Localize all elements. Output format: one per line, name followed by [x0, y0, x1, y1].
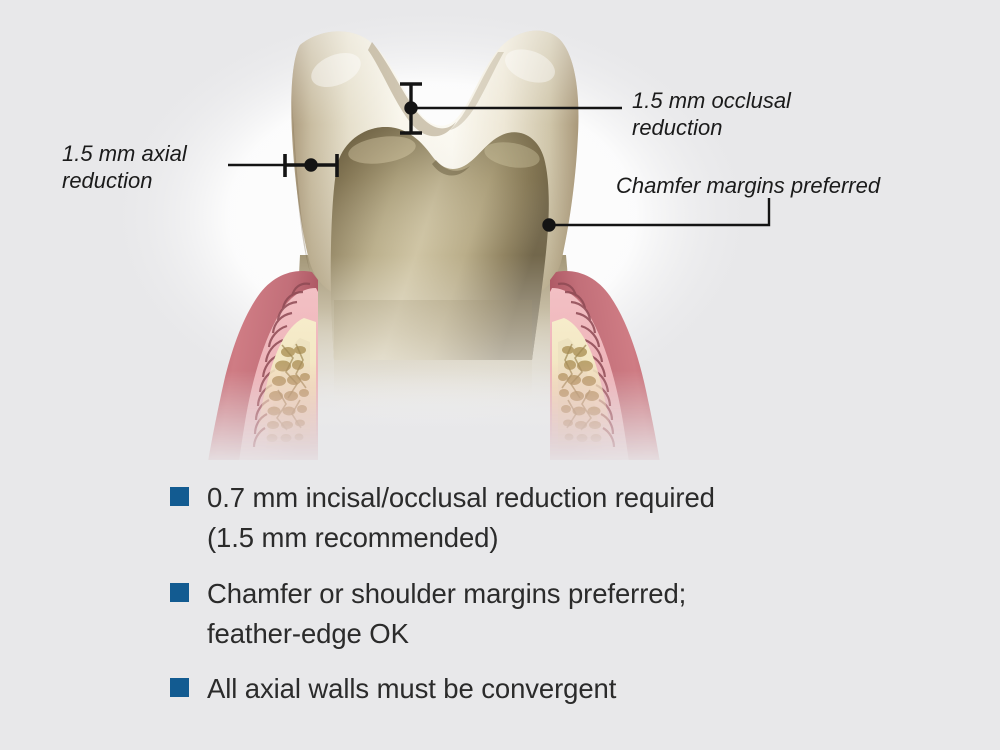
callout-label-axial-reduction: 1.5 mm axial reduction: [62, 141, 187, 193]
list-item-text: All axial walls must be convergent: [207, 673, 617, 704]
gingiva-bone-right: [550, 271, 660, 462]
callout-label-occlusal-reduction: 1.5 mm occlusal reduction: [632, 88, 791, 140]
callout-axial-reduction: [228, 154, 339, 177]
list-item: 0.7 mm incisal/occlusal reduction requir…: [170, 478, 715, 558]
callout-chamfer-margin: [542, 198, 771, 232]
list-item-text: 0.7 mm incisal/occlusal reduction requir…: [207, 482, 715, 553]
square-bullet-icon: [170, 487, 189, 506]
square-bullet-icon: [170, 583, 189, 602]
list-item: Chamfer or shoulder margins preferred; f…: [170, 574, 686, 654]
callout-occlusal-reduction: [400, 82, 622, 135]
tooth-illustration: 1.5 mm axial reduction 1.5 mm occlusal r…: [62, 10, 881, 462]
list-item-text: Chamfer or shoulder margins preferred; f…: [207, 578, 687, 649]
gingiva-bone-left: [208, 271, 318, 462]
list-item: All axial walls must be convergent: [170, 669, 616, 709]
prepared-tooth-core: [330, 126, 549, 415]
tooth-cross-section-svg: [102, 10, 771, 462]
axial-leader-dot: [304, 158, 318, 172]
key-points-list: 0.7 mm incisal/occlusal reduction requir…: [0, 462, 1000, 750]
chamfer-leader-line: [549, 198, 771, 227]
callout-label-chamfer-margins: Chamfer margins preferred: [616, 173, 881, 198]
square-bullet-icon: [170, 678, 189, 697]
